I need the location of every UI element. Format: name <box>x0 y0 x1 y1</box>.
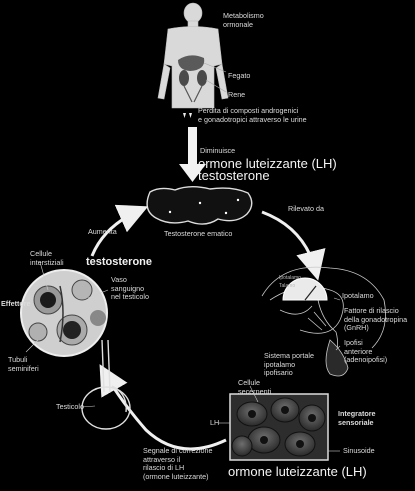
label-fattore-rilascio: Fattore di rilascio della gonadotropina … <box>344 306 408 332</box>
testis-icon <box>81 339 131 430</box>
label-rilevato-da: Rilevato da <box>288 204 324 213</box>
secreting-cells-icon <box>229 393 329 461</box>
label-brain-small-1: Ipotalamo <box>279 275 301 281</box>
label-metabolismo: Metabolismo ormonale <box>223 11 264 29</box>
arrow-to-testis <box>99 364 227 451</box>
label-lh-bottom: ormone luteizzante (LH) <box>228 464 367 479</box>
label-fegato: Fegato <box>228 71 251 80</box>
brain-illustration-icon <box>261 266 386 377</box>
label-cellule-interstiziali: Cellule interstiziali <box>30 249 64 267</box>
label-testosterone-ematico: Testosterone ematico <box>164 229 233 238</box>
label-aumenta: Aumenta <box>88 227 117 236</box>
urine-drops-icon <box>183 113 192 118</box>
label-integratore: Integratore sensoriale <box>338 409 376 427</box>
label-cellule-secernenti: Cellule secernenti <box>238 378 272 396</box>
label-effettore: Effettore <box>1 299 31 308</box>
label-ipotalamo: Ipotalamo <box>342 291 374 300</box>
testis-cross-section-icon <box>20 269 108 357</box>
label-vaso-sanguigno: Vaso sanguigno nel testicolo <box>111 275 149 301</box>
label-sistema-portale: Sistema portale ipotalamo ipofisario <box>264 351 314 377</box>
label-tubuli-seminiferi: Tubuli seminiferi <box>8 355 39 373</box>
label-rene: Rene <box>228 90 246 99</box>
organs-icon <box>178 55 227 103</box>
blood-blob-icon <box>146 186 253 225</box>
label-brain-small-2: Talamo <box>279 283 296 289</box>
label-testosterone-top: testosterone <box>198 168 270 183</box>
arrow-to-blood <box>90 204 149 257</box>
arrow-to-hypothalamus <box>261 210 326 281</box>
label-lh-top: ormone luteizzante (LH) <box>198 156 337 171</box>
label-sinusoide: Sinusoide <box>343 446 375 455</box>
label-ipofisi: Ipofisi anteriore (adenoipofisi) <box>344 338 388 364</box>
label-testicolo: Testicolo <box>56 402 84 411</box>
label-diminuisce: Diminuisce <box>200 146 236 155</box>
label-segnale: Segnale di correzione attraverso il rila… <box>143 446 213 481</box>
label-testosterone-left: testosterone <box>86 256 153 268</box>
hypothalamus-detail-icon <box>282 277 328 301</box>
label-perdita: Perdita di composti androgenici e gonado… <box>198 106 307 124</box>
down-arrow-icon <box>179 127 206 182</box>
label-lh-mid: LH <box>210 418 220 427</box>
